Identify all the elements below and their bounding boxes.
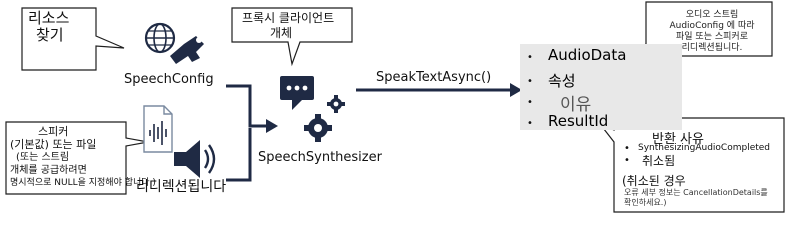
- arrowhead-synth: [266, 119, 278, 133]
- callout-speaker-shape: [5, 121, 149, 195]
- callout-proxy-client-line: 프록시 클라이언트: [242, 11, 335, 25]
- reason-bullet: •: [624, 143, 630, 154]
- reason-item-completed: SynthesizingAudioCompleted: [638, 143, 771, 153]
- callout-proxy-client-line: 개체: [270, 26, 293, 40]
- speaker-icon: [174, 140, 216, 178]
- result-item-result-id: ResultId: [548, 112, 609, 130]
- callout-speaker-line: 명시적으로 NULL을 지정해야 합니다.): [10, 178, 156, 188]
- globe-icon: [144, 22, 176, 54]
- reason-cancel-text: 오류 세부 정보는 CancellationDetails를 확인하세요.): [624, 188, 768, 208]
- result-item-properties: 속성: [548, 72, 576, 90]
- callout-speaker-line: (또는 스트림: [16, 152, 70, 163]
- diagram-canvas: [5, 1, 785, 213]
- callout-speaker: 스피커 (기본값) 또는 파일 (또는 스트림 개체를 공급하려면 명시적으로 …: [10, 125, 156, 190]
- reason-item-canceled: 취소됨: [642, 154, 676, 168]
- gear-icon: [304, 114, 332, 142]
- reason-cancel-text-line: 확인하세요.): [624, 198, 667, 207]
- callout-audio-stream-line: 파일 또는 스피커로: [676, 32, 748, 42]
- reason-title: 반환 사유: [652, 132, 704, 147]
- reason-cancel-title: (취소된 경우: [622, 174, 686, 188]
- callout-resource-find: 리소스 찾기: [28, 10, 69, 44]
- result-item-audio-data: AudioData: [548, 46, 627, 64]
- result-bullet: •: [527, 118, 533, 129]
- callout-resource-find-line: 리소스: [28, 9, 70, 27]
- node-speech-config: SpeechConfig: [124, 72, 214, 87]
- audio-file-icon: [143, 105, 173, 153]
- edge-config-to-synth: [226, 84, 268, 128]
- callout-proxy-client-shape: [231, 7, 353, 67]
- arrowhead-results: [510, 83, 522, 97]
- key-icon: [170, 36, 204, 64]
- callout-resource-find-line: 찾기: [36, 26, 64, 44]
- edge-redirect-to-synth: [226, 128, 252, 182]
- callout-proxy-client: 프록시 클라이언트 개체: [242, 11, 334, 41]
- callout-audio-stream-line: AudioConfig 에 따라: [669, 21, 755, 31]
- callout-speaker-line: (기본값) 또는 파일: [10, 138, 97, 151]
- callout-resource-find-shape: [21, 7, 125, 71]
- result-item-reason: 이유: [560, 95, 592, 115]
- chat-bubble-icon: [280, 76, 314, 110]
- callout-audio-stream-line: 리디렉션됩니다.: [681, 43, 743, 53]
- callout-audio-stream-line: 오디오 스트림: [685, 10, 739, 20]
- result-bullet: •: [527, 52, 533, 63]
- node-speech-synthesizer: SpeechSynthesizer: [258, 150, 382, 165]
- callout-speaker-line: 스피커: [38, 125, 69, 138]
- result-bullet: •: [527, 97, 533, 108]
- result-list-panel: [520, 44, 682, 130]
- gear-icon-small: [327, 95, 345, 113]
- reason-bullet: •: [624, 155, 630, 166]
- callout-audio-stream: 오디오 스트림 AudioConfig 에 따라 파일 또는 스피커로 리디렉션…: [662, 10, 762, 54]
- result-bullet: •: [527, 76, 533, 87]
- reason-cancel-text-line: 오류 세부 정보는 CancellationDetails를: [624, 188, 768, 197]
- edge-speak-text-async-label: SpeakTextAsync(): [376, 70, 492, 85]
- node-redirect: 리디렉션됩니다: [136, 179, 227, 195]
- callout-speaker-line: 개체를 공급하려면: [10, 165, 87, 176]
